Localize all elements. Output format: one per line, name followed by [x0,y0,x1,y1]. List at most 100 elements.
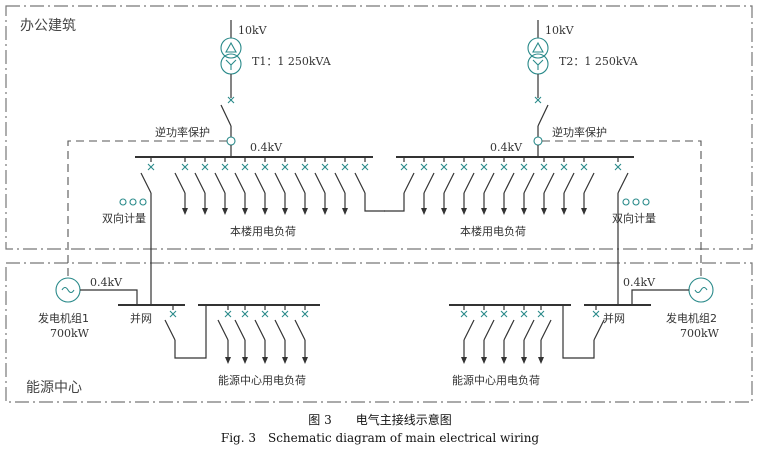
breaker-x-icon [400,163,408,171]
breaker-x-icon [361,163,369,171]
load-arrow-icon [242,357,248,364]
load-arrow-icon [282,208,288,215]
office-zone-border [5,5,753,250]
breaker-x-icon [500,310,508,318]
switch-blade [463,172,475,194]
caption-en: Fig. 3 Schematic diagram of main electri… [221,431,540,445]
meter-ct-icon [632,198,640,206]
meter-ct-icon [119,198,127,206]
breaker-x-icon [534,96,542,104]
load-arrow-icon [342,208,348,215]
breaker-x-icon [480,163,488,171]
switch-blade [540,319,552,341]
breaker-x-icon [321,163,329,171]
breaker-x-icon [440,163,448,171]
parallel-link [174,305,207,359]
left-bus-voltage: 0.4kV [250,141,283,154]
right-metering-label: 双向计量 [612,211,656,225]
switch-blade [617,172,629,194]
right-parallel-label: 并网 [603,311,625,325]
switch-blade [294,172,306,194]
energy-zone-label: 能源中心 [26,380,82,396]
breaker-x-icon [221,163,229,171]
transformer-secondary-icon [220,53,242,75]
load-arrow-icon [461,208,467,215]
load-arrow-icon [222,208,228,215]
left-hv-label: 10kV [238,24,268,37]
generator-feeder [80,289,138,305]
breaker-x-icon [500,163,508,171]
left-parallel-label: 并网 [130,311,152,325]
switch-blade [403,172,415,194]
delta-icon [532,41,544,53]
load-arrow-icon [538,357,544,364]
breaker-x-icon [227,96,235,104]
transformer-primary-icon [220,37,242,59]
switch-blade [314,172,326,194]
reverse-power-signal-line [542,140,702,278]
breaker-x-icon [169,310,177,318]
left-building-load-label: 本楼用电负荷 [230,224,296,238]
left-gen-voltage: 0.4kV [90,276,123,289]
breaker-x-icon [147,163,155,171]
caption-cn: 图 3 电气主接线示意图 [308,412,451,427]
right-transformer-label: T2：1 250kVA [559,55,639,68]
breaker-x-icon [460,310,468,318]
left-protection-label: 逆功率保护 [155,125,210,139]
breaker-x-icon [341,163,349,171]
left-circuit [55,20,385,364]
generator-1-power: 700kW [50,327,90,340]
switch-blade [523,172,535,194]
right-bus-voltage: 0.4kV [490,141,523,154]
breaker-x-icon [540,163,548,171]
load-arrow-icon [242,208,248,215]
reverse-power-ct-icon [533,136,543,146]
switch-blade [354,172,366,194]
parallel-switch [164,319,176,341]
breaker-x-icon [301,310,309,318]
right-circuit [384,20,714,364]
energy-zone-border [5,262,753,403]
meter-ct-icon [139,198,147,206]
switch-blade [194,172,206,194]
right-energy-load-label: 能源中心用电负荷 [452,373,540,387]
transformer-secondary-icon [527,53,549,75]
switch-blade [563,172,575,194]
load-arrow-icon [262,357,268,364]
meter-ct-icon [129,198,137,206]
switch-blade [423,172,435,194]
bus-tie-line [364,193,385,212]
load-arrow-icon [302,357,308,364]
load-arrow-icon [202,208,208,215]
right-hv-label: 10kV [545,24,575,37]
load-arrow-icon [262,208,268,215]
switch-blade [174,172,186,194]
breaker-x-icon [520,163,528,171]
load-arrow-icon [561,208,567,215]
left-metering-label: 双向计量 [102,211,146,225]
breaker-x-icon [241,163,249,171]
breaker-x-icon [224,310,232,318]
load-arrow-icon [581,208,587,215]
right-building-load-label: 本楼用电负荷 [460,224,526,238]
right-gen-voltage: 0.4kV [623,276,656,289]
transformer-primary-icon [527,37,549,59]
breaker-x-icon [201,163,209,171]
switch-blade [140,172,152,194]
meter-ct-icon [622,198,630,206]
wye-icon [225,59,237,70]
breaker-x-icon [560,163,568,171]
switch-blade [214,172,226,194]
switch-blade [483,172,495,194]
main-switch [537,104,549,127]
main-switch [220,104,232,127]
breaker-x-icon [537,310,545,318]
parallel-link [562,305,595,359]
load-arrow-icon [481,357,487,364]
right-protection-label: 逆功率保护 [552,125,607,139]
switch-blade [543,172,555,194]
breaker-x-icon [181,163,189,171]
load-arrow-icon [521,208,527,215]
switch-blade [523,319,535,341]
